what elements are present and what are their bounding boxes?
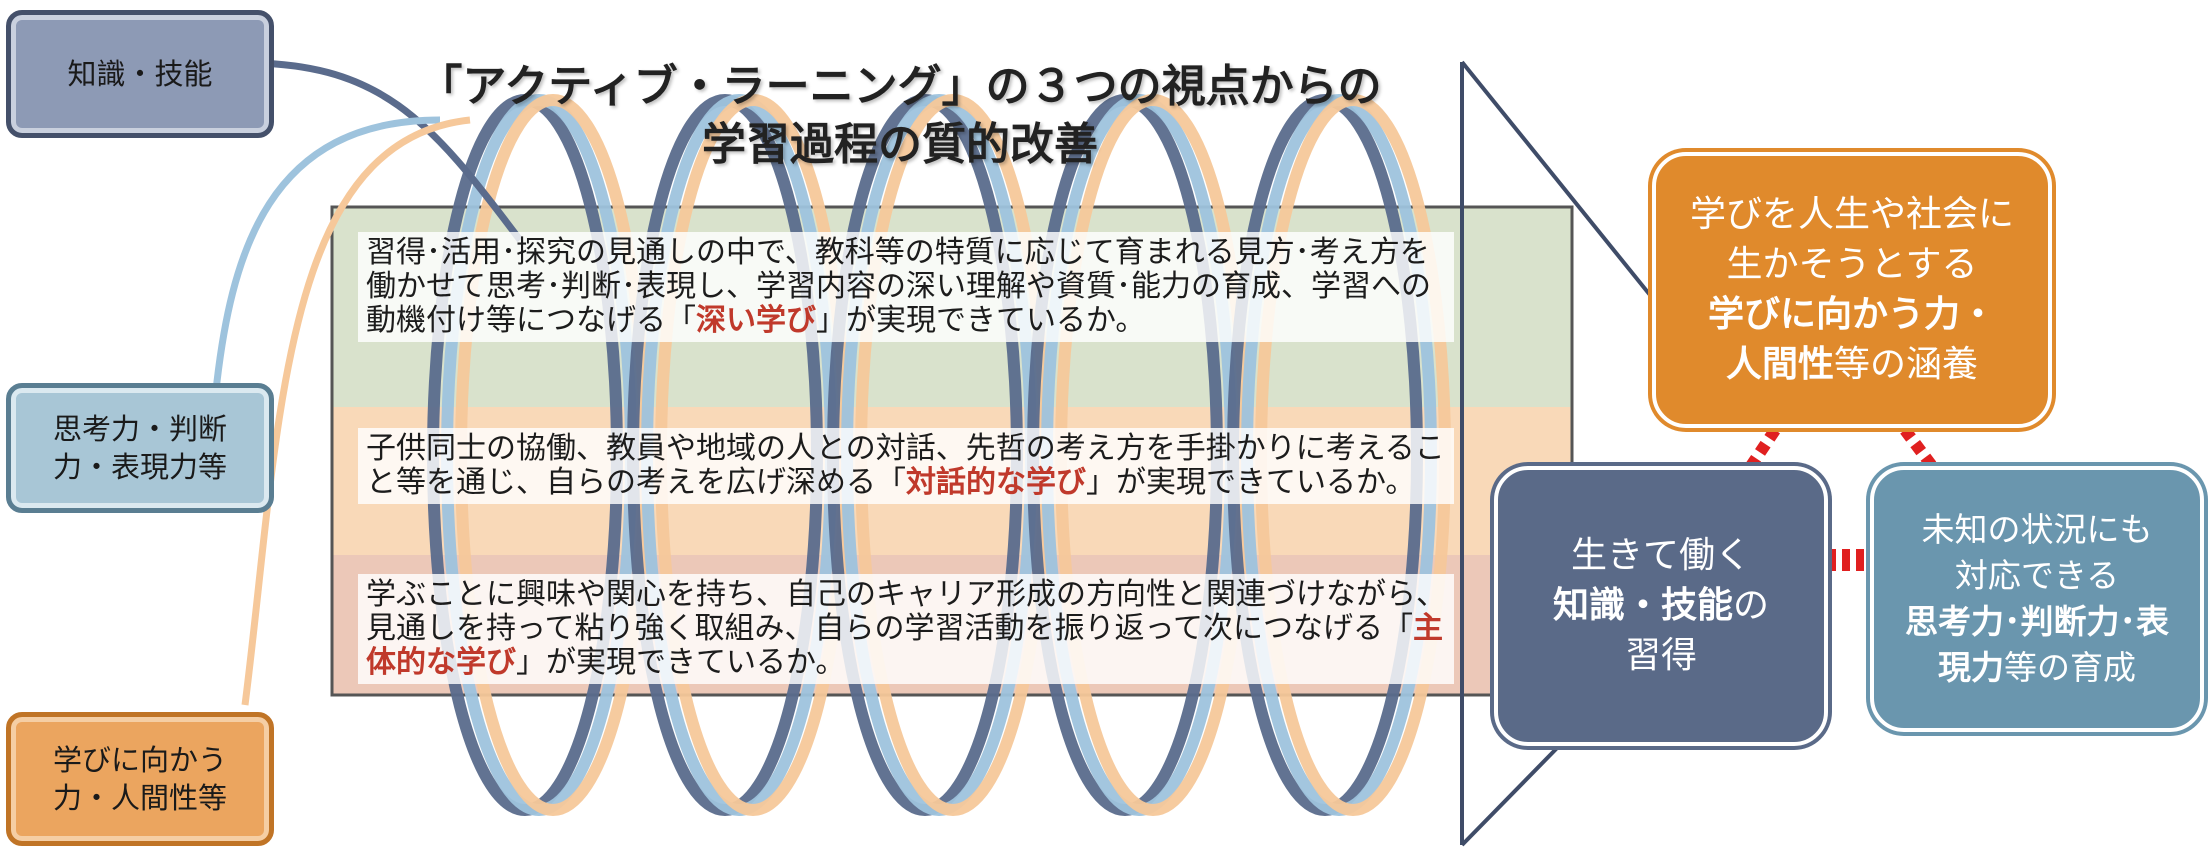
goal-thinking-line2: 対応できる [1954,556,2120,595]
diagram-title: 「アクティブ・ラーニング」の３つの視点からの 学習過程の質的改善 [400,58,1400,174]
label-attitude-line1: 学びに向かう [52,743,227,777]
goal-thinking-tail: 等の育成 [2004,648,2136,687]
title-line-1: 「アクティブ・ラーニング」の３つの視点からの [418,61,1382,112]
deep-text-after: 」が実現できているか。 [816,303,1146,338]
label-thinking-line2: 力・表現力等 [52,450,227,484]
paragraph-dialogue-learning: 子供同士の協働、教員や地域の人との対話、先哲の考え方を手掛かりに考えること等を通… [358,428,1454,504]
goal-attitude-line2: 生かそうとする [1726,244,1978,285]
goal-attitude-line4: 人間性等の涵養 [1726,340,1978,390]
goal-thinking-bold2: 現力 [1938,648,2004,687]
band-frame [330,205,1574,697]
link-orange-navy [1740,426,1780,479]
goal-box-thinking: 未知の状況にも 対応できる 思考力･判断力･表 現力等の育成 [1870,466,2204,732]
goal-knowledge-line2: 知識・技能の [1553,581,1769,631]
label-knowledge-text: 知識・技能 [67,57,213,91]
goal-thinking-line4: 現力等の育成 [1938,645,2136,691]
connector-thinking [211,116,441,401]
title-line-2: 学習過程の質的改善 [702,119,1098,170]
goal-attitude-bold: 学びに向かう力・ [1707,294,1996,335]
label-knowledge-skills: 知識・技能 [6,10,274,138]
connector-attitude [241,116,471,706]
goal-knowledge-mid: の [1733,585,1770,626]
deep-text-before: 習得･活用･探究の見通しの中で、教科等の特質に応じて育まれる見方･考え方を働かせ… [366,235,1431,338]
label-attitude-line2: 力・人間性等 [52,781,227,815]
goal-knowledge-bold: 知識・技能 [1552,585,1733,626]
paragraph-proactive-learning: 学ぶことに興味や関心を持ち、自己のキャリア形成の方向性と関連づけながら、見通しを… [358,574,1454,684]
perspective-line-top [1460,60,1652,297]
goal-thinking-bold: 思考力･判断力･表 [1905,602,2169,641]
proactive-text-before: 学ぶことに興味や関心を持ち、自己のキャリア形成の方向性と関連づけながら、見通しを… [366,577,1446,646]
proactive-highlight: 主体的な学び [366,611,1443,680]
label-attitude: 学びに向かう 力・人間性等 [6,712,274,846]
dialogue-highlight: 対話的な学び [906,465,1086,500]
label-thinking: 思考力・判断 力・表現力等 [6,383,274,513]
goal-attitude-tail: 等の涵養 [1834,344,1979,385]
deep-highlight: 深い学び [696,303,816,338]
goal-attitude-bold2: 人間性 [1725,344,1834,385]
goal-box-knowledge: 生きて働く 知識・技能の 習得 [1494,466,1828,746]
connector-knowledge [234,59,523,243]
goal-knowledge-line3: 習得 [1624,635,1697,676]
perspective-line-bottom [1460,743,1562,847]
goal-attitude-line1: 学びを人生や社会に [1689,194,2014,235]
goal-knowledge-line1: 生きて働く [1570,535,1751,576]
dialogue-text-after: 」が実現できているか。 [1086,465,1416,500]
goal-box-attitude: 学びを人生や社会に 生かそうとする 学びに向かう力・ 人間性等の涵養 [1652,152,2052,428]
dialogue-text-before: 子供同士の協働、教員や地域の人との対話、先哲の考え方を手掛かりに考えること等を通… [366,431,1445,500]
link-orange-teal [1900,426,1940,474]
goal-thinking-line1: 未知の状況にも [1921,510,2153,549]
paragraph-deep-learning: 習得･活用･探究の見通しの中で、教科等の特質に応じて育まれる見方･考え方を働かせ… [358,232,1454,342]
proactive-text-after: 」が実現できているか。 [516,645,846,680]
label-thinking-line1: 思考力・判断 [52,412,227,446]
